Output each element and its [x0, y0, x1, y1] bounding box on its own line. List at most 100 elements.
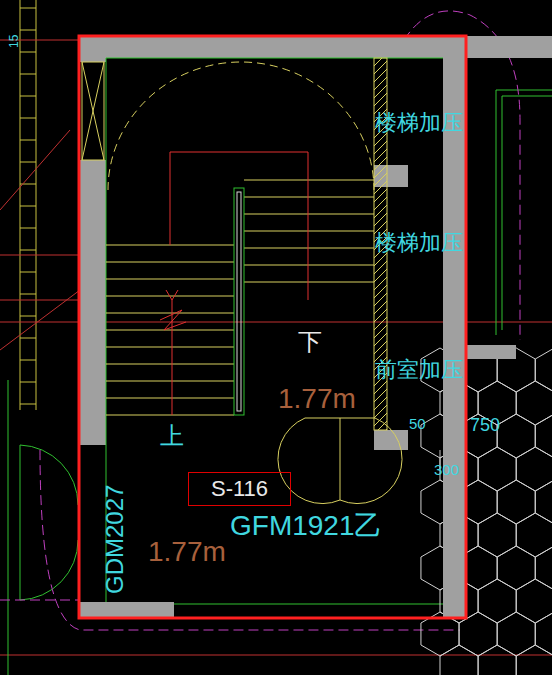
- drawn-stroke: [497, 513, 516, 524]
- drawn-stroke: [478, 480, 497, 491]
- drawn-stroke: [478, 513, 497, 524]
- drawn-stroke: [421, 645, 440, 656]
- drawn-stroke: [478, 447, 497, 458]
- drawn-stroke: [516, 447, 535, 458]
- drawn-stroke: [244, 214, 374, 215]
- drawn-stroke: [20, 272, 36, 273]
- drawn-stroke: [244, 231, 374, 232]
- drawn-stroke: [516, 656, 517, 675]
- drawn-stroke: [497, 513, 516, 524]
- drawn-stroke: [478, 480, 497, 491]
- drawn-stroke: [535, 447, 552, 458]
- plan-label: 楼梯加压: [375, 232, 463, 254]
- drawn-stroke: [478, 513, 497, 524]
- drawn-stroke: [478, 524, 479, 546]
- drawn-stroke: [497, 645, 516, 656]
- drawn-stroke: [535, 623, 536, 645]
- drawn-stroke: [106, 262, 234, 263]
- drawn-stroke: [440, 645, 459, 656]
- drawn-stroke: [516, 524, 517, 546]
- drawn-stroke: [535, 414, 552, 425]
- drawn-stroke: [535, 359, 536, 381]
- drawn-stroke: [535, 557, 536, 579]
- drawn-stroke: [478, 612, 497, 623]
- drawn-stroke: [20, 206, 36, 207]
- drawn-stroke: [20, 382, 36, 383]
- drawn-stroke: [516, 579, 535, 590]
- drawn-stroke: [516, 645, 535, 656]
- drawn-stroke: [497, 623, 498, 645]
- plan-label: 15: [8, 35, 20, 48]
- drawn-stroke: [535, 645, 552, 656]
- drawn-stroke: [106, 313, 234, 314]
- drawn-stroke: [420, 491, 421, 513]
- drawn-stroke: [459, 623, 460, 645]
- drawn-stroke: [244, 282, 374, 283]
- plan-label: 750: [470, 416, 500, 434]
- drawn-stroke: [535, 513, 552, 524]
- drawn-stroke: [244, 265, 374, 266]
- drawn-stroke: [497, 557, 498, 579]
- drawn-stroke: [20, 360, 36, 361]
- drawn-stroke: [535, 348, 552, 359]
- plan-label: 300: [434, 462, 459, 477]
- drawn-stroke: [20, 338, 36, 339]
- drawn-stroke: [421, 579, 440, 590]
- drawn-stroke: [516, 447, 535, 458]
- drawn-stroke: [516, 612, 535, 623]
- plan-label: 50: [409, 416, 426, 431]
- drawn-stroke: [516, 458, 517, 480]
- drawn-stroke: [459, 623, 460, 645]
- drawn-stroke: [106, 279, 234, 280]
- plan-label: 前室加压: [375, 359, 463, 381]
- drawn-stroke: [20, 8, 36, 9]
- drawn-stroke: [497, 579, 516, 590]
- drawn-stroke: [535, 645, 552, 656]
- drawn-stroke: [421, 513, 440, 524]
- plan-label: 1.77m: [278, 385, 356, 413]
- plan-label: 上: [160, 424, 184, 448]
- drawn-stroke: [478, 656, 479, 675]
- drawn-stroke: [535, 579, 552, 590]
- drawn-stroke: [20, 294, 36, 295]
- drawn-stroke: [478, 590, 479, 612]
- drawn-stroke: [106, 330, 234, 331]
- drawn-stroke: [478, 612, 497, 623]
- drawn-stroke: [535, 579, 552, 590]
- drawn-stroke: [459, 645, 478, 656]
- drawn-stroke: [497, 612, 516, 623]
- drawn-stroke: [516, 480, 535, 491]
- drawn-stroke: [516, 546, 535, 557]
- room-tag: S-116: [188, 472, 291, 506]
- drawn-stroke: [478, 392, 479, 414]
- plan-label: 1.77m: [148, 538, 226, 566]
- drawn-stroke: [516, 524, 517, 546]
- drawn-stroke: [244, 180, 374, 181]
- drawn-stroke: [497, 546, 516, 557]
- plan-label: GDM2027: [103, 485, 127, 594]
- drawn-stroke: [497, 480, 516, 491]
- drawn-stroke: [478, 579, 497, 590]
- drawn-stroke: [535, 623, 536, 645]
- drawn-stroke: [516, 348, 535, 359]
- drawn-stroke: [421, 480, 440, 491]
- drawn-stroke: [421, 546, 440, 557]
- drawn-stroke: [535, 359, 536, 381]
- drawn-stroke: [535, 557, 536, 579]
- drawn-stroke: [478, 458, 479, 480]
- drawn-stroke: [440, 392, 441, 414]
- drawn-stroke: [420, 623, 421, 645]
- drawn-stroke: [497, 359, 498, 381]
- drawn-stroke: [497, 546, 516, 557]
- drawn-stroke: [516, 458, 517, 480]
- drawn-stroke: [244, 197, 374, 198]
- drawn-stroke: [440, 590, 441, 612]
- plan-label: GFM1921乙: [230, 512, 383, 540]
- drawn-stroke: [535, 546, 552, 557]
- drawn-stroke: [535, 425, 536, 447]
- drawn-stroke: [421, 381, 440, 392]
- drawn-stroke: [106, 398, 234, 399]
- drawn-stroke: [478, 524, 479, 546]
